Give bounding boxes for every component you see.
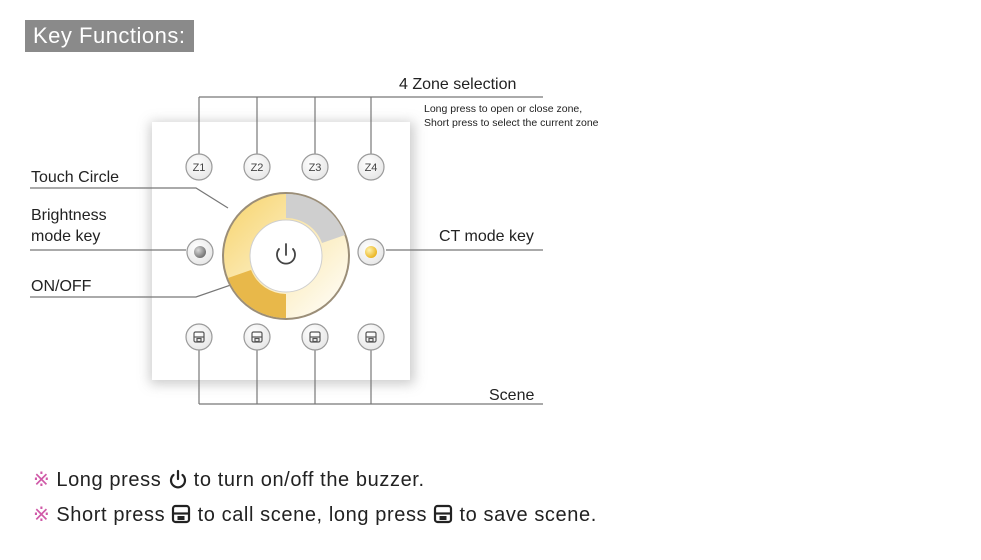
- on-off-button[interactable]: [276, 243, 296, 265]
- scene-button-3[interactable]: [301, 323, 329, 351]
- scene-button-4[interactable]: [357, 323, 385, 351]
- touch-circle[interactable]: [222, 192, 350, 320]
- power-icon: [276, 243, 296, 265]
- scene-note-text-b: to call scene, long press: [197, 504, 428, 526]
- buzzer-note-text-b: to turn on/off the buzzer: [193, 469, 419, 491]
- scene-note-text-a: Short press: [56, 504, 166, 526]
- scene-button-1[interactable]: [185, 323, 213, 351]
- section-title: Key Functions:: [25, 20, 194, 52]
- scene-bracket: [198, 350, 543, 405]
- zone-note-line-2: Short press to select the current zone: [424, 117, 599, 129]
- note-mark-icon: ※: [33, 469, 51, 491]
- scene-note-text-c: to save scene.: [459, 504, 597, 526]
- scene-save-icon: [251, 331, 263, 343]
- note-mark-icon: ※: [33, 504, 51, 526]
- scene-save-icon: [193, 331, 205, 343]
- svg-text:Z3: Z3: [309, 162, 322, 174]
- ct-mode-key[interactable]: [357, 238, 385, 266]
- zone-button-2[interactable]: Z2: [243, 153, 271, 181]
- zone-button-4[interactable]: Z4: [357, 153, 385, 181]
- svg-text:Z4: Z4: [365, 162, 378, 174]
- scene-save-icon: [365, 331, 377, 343]
- buzzer-note-text-a: Long press: [56, 469, 162, 491]
- svg-text:Z2: Z2: [251, 162, 264, 174]
- brightness-label-line-2: mode key: [31, 228, 101, 245]
- on-off-label: ON/OFF: [31, 278, 92, 295]
- buzzer-note-text-c: .: [418, 469, 425, 491]
- power-icon: [169, 469, 186, 489]
- touch-circle-leader: [30, 187, 229, 209]
- zone-bracket: [198, 96, 543, 155]
- buzzer-note: ※Long press to turn on/off the buzzer.: [33, 467, 425, 492]
- scene-save-icon: [309, 331, 321, 343]
- svg-text:Z1: Z1: [193, 162, 206, 174]
- scene-save-icon: [172, 504, 191, 524]
- brightness-dot-icon: [194, 246, 206, 258]
- scene-save-icon: [434, 504, 453, 524]
- zone-button-3[interactable]: Z3: [301, 153, 329, 181]
- ct-mode-label: CT mode key: [439, 228, 534, 245]
- ct-dot-icon: [365, 246, 377, 258]
- scene-note: ※Short press to call scene, long press t…: [33, 502, 597, 527]
- zone-selection-label: 4 Zone selection: [399, 76, 517, 93]
- scene-button-2[interactable]: [243, 323, 271, 351]
- zone-note-line-1: Long press to open or close zone,: [424, 103, 583, 115]
- brightness-mode-key[interactable]: [186, 238, 214, 266]
- zone-button-1[interactable]: Z1: [185, 153, 213, 181]
- brightness-label-line-1: Brightness: [31, 207, 107, 224]
- touch-circle-label: Touch Circle: [31, 169, 120, 186]
- scene-label: Scene: [489, 387, 535, 404]
